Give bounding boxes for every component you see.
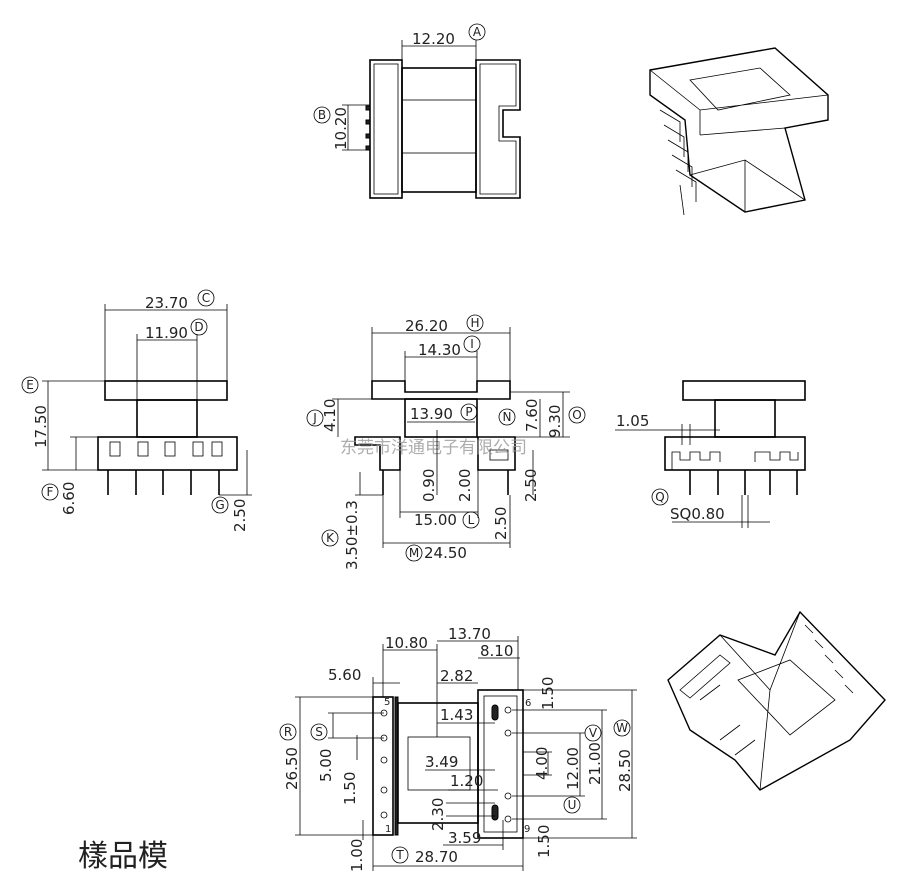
dim-4-00: 4.00: [533, 747, 551, 780]
dim-2-50a: 2.50: [522, 469, 540, 502]
dim-2-00: 2.00: [456, 469, 474, 502]
isometric-view-bottom: [667, 610, 886, 791]
center-view: 26.20 H 14.30 I 4.10 J 13.90 P 7.60 9.30…: [306, 314, 586, 570]
marker-V: V: [589, 726, 598, 740]
dim-A: 12.20: [412, 30, 455, 48]
dim-1-05: 1.05: [616, 412, 649, 430]
marker-J: J: [312, 411, 317, 425]
dim-M: 24.50: [424, 544, 467, 562]
dim-C: 23.70: [145, 294, 188, 312]
dim-1-20: 1.20: [450, 772, 483, 790]
dim-E: 17.50: [32, 405, 50, 448]
dim-1-00: 1.00: [348, 839, 366, 872]
dim-2-30: 2.30: [429, 798, 447, 831]
dim-H: 26.20: [405, 317, 448, 335]
marker-F: F: [47, 485, 54, 499]
dim-T: 28.70: [415, 848, 458, 866]
watermark: 东莞市洋通电子有限公司: [340, 438, 527, 458]
marker-U: U: [568, 798, 577, 812]
pin-1: 1: [385, 824, 391, 835]
dim-K: 3.50±0.3: [343, 500, 361, 570]
dim-L: 15.00: [414, 511, 457, 529]
marker-P: P: [465, 405, 472, 419]
dim-Q: SQ0.80: [670, 505, 725, 523]
dim-3-49: 3.49: [425, 753, 458, 771]
marker-I: I: [470, 337, 474, 351]
bottom-view: 5 1 6 9 10.80 13.70 8.10 5.60 2.82 1.50 …: [279, 625, 637, 872]
dim-P: 13.90: [410, 405, 453, 423]
dim-J: 4.10: [321, 399, 339, 432]
marker-G: G: [215, 498, 224, 512]
dim-V: 21.00: [586, 742, 604, 785]
dim-G: 2.50: [231, 499, 249, 532]
top-view: 12.20 A 10.20 B: [313, 23, 521, 199]
dim-S: 5.00: [317, 749, 335, 782]
dim-13-70: 13.70: [448, 625, 491, 643]
marker-T: T: [395, 848, 404, 862]
marker-M: M: [409, 546, 419, 560]
marker-N: N: [503, 410, 512, 424]
pin-9: 9: [524, 824, 530, 835]
dim-1-50b: 1.50: [341, 772, 359, 805]
dim-1-50c: 1.50: [535, 825, 553, 858]
marker-E: E: [26, 378, 34, 392]
dim-2-82: 2.82: [440, 667, 473, 685]
marker-K: K: [326, 531, 335, 545]
dim-B: 10.20: [332, 107, 350, 150]
dim-U: 12.00: [564, 747, 582, 790]
front-view: 23.70 C 11.90 D 17.50 E 6.60 F 2.50 G: [21, 289, 252, 532]
sample-label: 樣品模: [78, 839, 168, 874]
pin-6: 6: [525, 698, 531, 709]
dim-1-50a: 1.50: [539, 677, 557, 710]
marker-W: W: [616, 721, 628, 735]
marker-B: B: [318, 108, 326, 122]
dim-D: 11.90: [145, 324, 188, 342]
side-view: 1.05 SQ0.80 Q: [615, 380, 806, 528]
isometric-view-top: [649, 47, 829, 216]
dim-N: 7.60: [523, 399, 541, 432]
marker-C: C: [202, 291, 210, 305]
marker-H: H: [470, 316, 479, 330]
dim-O: 9.30: [546, 405, 564, 438]
dim-W: 28.50: [616, 749, 634, 792]
pin-5: 5: [384, 697, 390, 708]
dim-8-10: 8.10: [480, 642, 513, 660]
marker-O: O: [572, 408, 581, 422]
dim-3-59: 3.59: [448, 829, 481, 847]
marker-L: L: [468, 513, 475, 527]
dim-F: 6.60: [60, 482, 78, 515]
dim-5-60: 5.60: [328, 666, 361, 684]
dim-2-50b: 2.50: [492, 507, 510, 540]
dim-R: 26.50: [283, 747, 301, 790]
dim-1-43: 1.43: [440, 706, 473, 724]
marker-D: D: [194, 320, 203, 334]
dim-10-80: 10.80: [385, 634, 428, 652]
marker-R: R: [284, 725, 292, 739]
dim-I: 14.30: [418, 341, 461, 359]
marker-Q: Q: [655, 490, 664, 504]
dim-0-90: 0.90: [420, 469, 438, 502]
marker-S: S: [315, 725, 323, 739]
marker-A: A: [473, 25, 482, 39]
